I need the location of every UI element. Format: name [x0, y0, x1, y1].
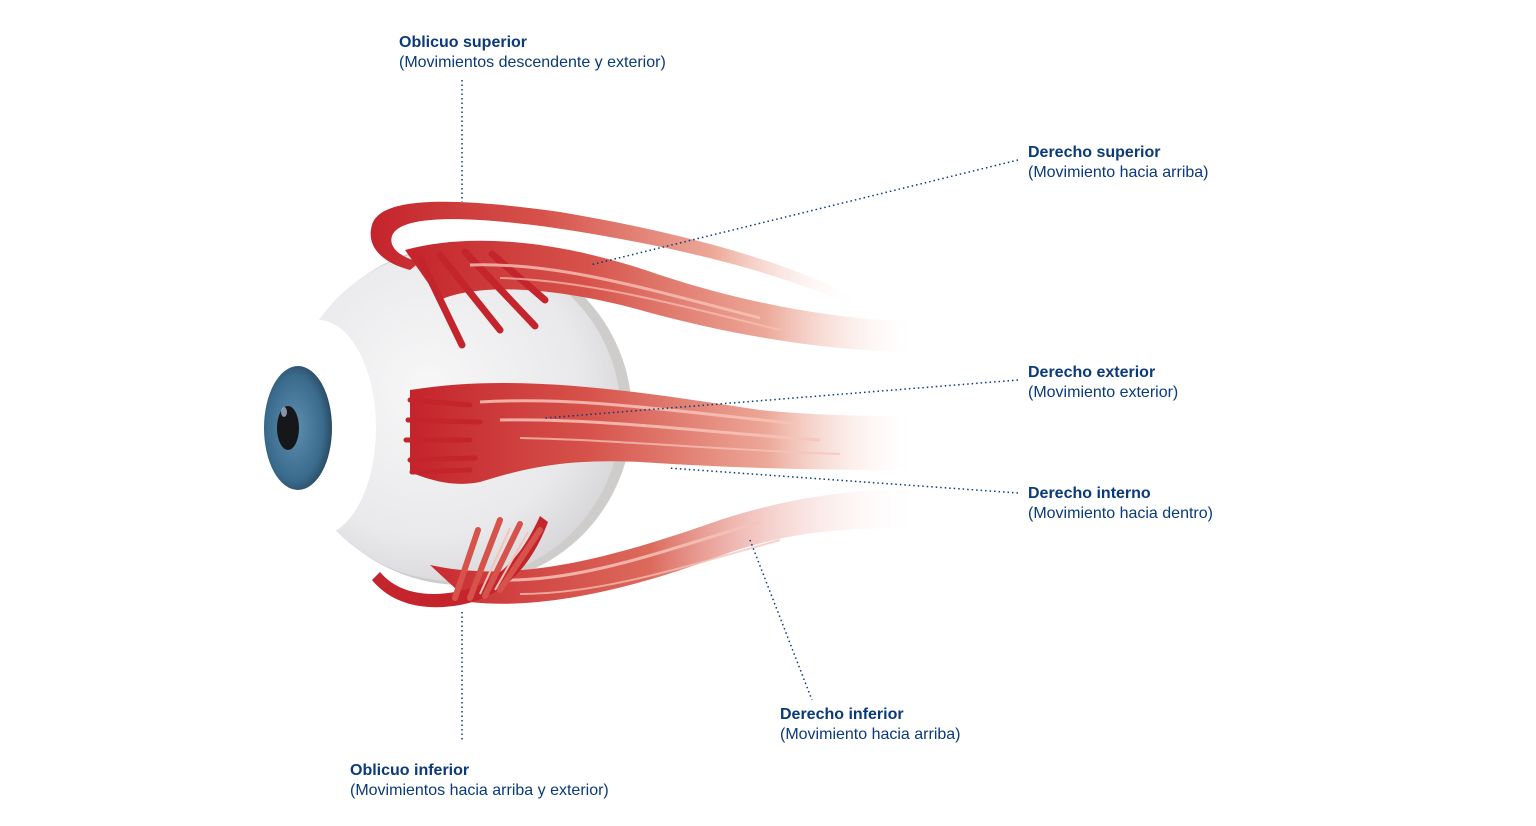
- label-desc: (Movimiento hacia arriba): [1028, 164, 1209, 181]
- label-name: Oblicuo inferior: [350, 762, 470, 779]
- label-name: Oblicuo superior: [399, 34, 528, 51]
- label-oblicuo-superior: Oblicuo superior (Movimientos descendent…: [399, 33, 666, 73]
- derecho-inferior-muscle: [430, 489, 920, 604]
- label-oblicuo-inferior: Oblicuo inferior (Movimientos hacia arri…: [350, 761, 609, 801]
- pupil: [277, 406, 299, 450]
- label-derecho-interno: Derecho interno (Movimiento hacia dentro…: [1028, 484, 1213, 524]
- pupil-highlight: [281, 407, 287, 417]
- label-desc: (Movimientos descendente y exterior): [399, 54, 666, 71]
- label-desc: (Movimiento hacia arriba): [780, 726, 961, 743]
- leader-lines: [461, 80, 1019, 742]
- leader-derecho-interno: [667, 467, 1019, 494]
- label-name: Derecho interno: [1028, 485, 1151, 502]
- label-derecho-inferior: Derecho inferior (Movimiento hacia arrib…: [780, 705, 961, 745]
- label-desc: (Movimiento exterior): [1028, 384, 1179, 401]
- leader-derecho-superior: [589, 159, 1019, 266]
- label-derecho-exterior: Derecho exterior (Movimiento exterior): [1028, 363, 1178, 403]
- label-derecho-superior: Derecho superior (Movimiento hacia arrib…: [1028, 143, 1209, 183]
- oblicuo-superior-muscle: [370, 201, 860, 306]
- derecho-exterior-muscle: [403, 382, 920, 484]
- label-name: Derecho exterior: [1028, 364, 1156, 381]
- label-name: Derecho superior: [1028, 144, 1161, 161]
- leader-derecho-inferior: [749, 539, 813, 701]
- label-desc: (Movimiento hacia dentro): [1028, 505, 1213, 522]
- derecho-superior-muscle: [405, 240, 920, 352]
- oblicuo-inferior-muscle: [372, 516, 548, 608]
- label-desc: (Movimientos hacia arriba y exterior): [350, 782, 609, 799]
- label-name: Derecho inferior: [780, 706, 904, 723]
